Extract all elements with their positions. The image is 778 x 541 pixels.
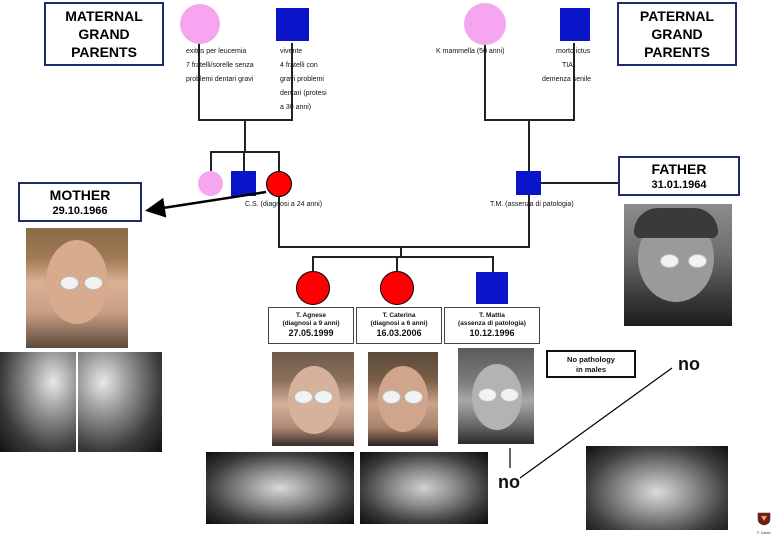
sib3-line	[278, 151, 280, 171]
mother-eye-cover-icon	[60, 276, 79, 290]
child3-photo	[458, 348, 534, 444]
paternal-grandfather-notes: morto ictus TIA demenza senile	[542, 48, 592, 83]
child3-eye-cover-icon	[500, 388, 519, 402]
no-diagonal-line	[519, 367, 673, 479]
maternal-grandfather-notes: vivente 4 fratelli con gravi problemi de…	[280, 48, 327, 111]
child2-photo	[368, 352, 438, 446]
maternal-sibship-line	[210, 151, 280, 153]
child2-eye-cover-icon	[382, 390, 401, 404]
maternal-descent-line	[244, 119, 246, 152]
father-symbol	[516, 171, 541, 195]
father-eye-cover-icon	[688, 254, 707, 268]
maternal-grandmother-symbol	[180, 4, 220, 44]
child2-symbol	[380, 271, 414, 305]
child2-panoramic-xray	[360, 452, 488, 524]
child1-eye-cover-icon	[294, 390, 313, 404]
child1-symbol	[296, 271, 330, 305]
mother-symbol	[266, 171, 292, 197]
child3-namebox: T. Mattia(assenza di patologia)10.12.199…	[444, 307, 540, 344]
child1-line	[312, 256, 314, 272]
father-label: T.M. (assenza di patologia)	[490, 201, 574, 208]
mother-photo	[26, 228, 128, 348]
sib1-line	[210, 151, 212, 171]
child3-symbol	[476, 272, 508, 304]
children-sibship-line	[312, 256, 494, 258]
no-label-son: no	[498, 472, 520, 492]
mother-xray-left	[0, 352, 76, 452]
maternal-grandfather-symbol	[276, 8, 309, 41]
father-eye-cover-icon	[660, 254, 679, 268]
mother-xray-right	[78, 352, 162, 452]
father-photo	[624, 204, 732, 326]
paternal-grandmother-notes: K mammella (50 anni)	[436, 48, 505, 55]
mother-arrow	[145, 190, 267, 218]
mother-descent-line	[278, 195, 280, 247]
maternal-uncle-symbol	[231, 171, 256, 196]
paternal-grandmother-line	[484, 43, 486, 120]
child2-eye-cover-icon	[404, 390, 423, 404]
child3-line	[492, 256, 494, 272]
crest-icon	[757, 512, 771, 526]
maternal-grandfather-line	[291, 43, 293, 120]
mother-eye-cover-icon	[84, 276, 103, 290]
father-descent-line	[528, 195, 530, 247]
university-logo: F. Carels	[756, 512, 772, 535]
paternal-grandfather-line	[573, 43, 575, 120]
maternal-grandmother-line	[198, 43, 200, 120]
maternal-aunt-symbol	[198, 171, 223, 196]
maternal-grandmother-notes: exitus per leucemia 7 fratelli/sorelle s…	[186, 48, 254, 83]
child1-eye-cover-icon	[314, 390, 333, 404]
child1-namebox: T. Agnese(diagnosi a 9 anni)27.05.1999	[268, 307, 354, 344]
mother-label: C.S. (diagnosi a 24 anni)	[245, 201, 323, 208]
paternal-grandfather-symbol	[560, 8, 590, 41]
father-title: FATHER 31.01.1964	[618, 156, 740, 196]
child2-line	[396, 256, 398, 272]
father-panoramic-xray	[586, 446, 728, 530]
paternal-grandmother-symbol	[464, 3, 506, 45]
paternal-descent-line	[528, 119, 530, 171]
father-connector-line	[540, 182, 618, 184]
no-label-father: no	[678, 354, 700, 374]
children-descent-line	[400, 246, 402, 257]
child1-photo	[272, 352, 354, 446]
sib2-line	[243, 151, 245, 171]
child3-eye-cover-icon	[478, 388, 497, 402]
child1-panoramic-xray	[206, 452, 354, 524]
couple-line	[278, 246, 530, 248]
child2-namebox: T. Caterina(diagnosi a 6 anni)16.03.2006	[356, 307, 442, 344]
mother-title: MOTHER 29.10.1966	[18, 182, 142, 222]
